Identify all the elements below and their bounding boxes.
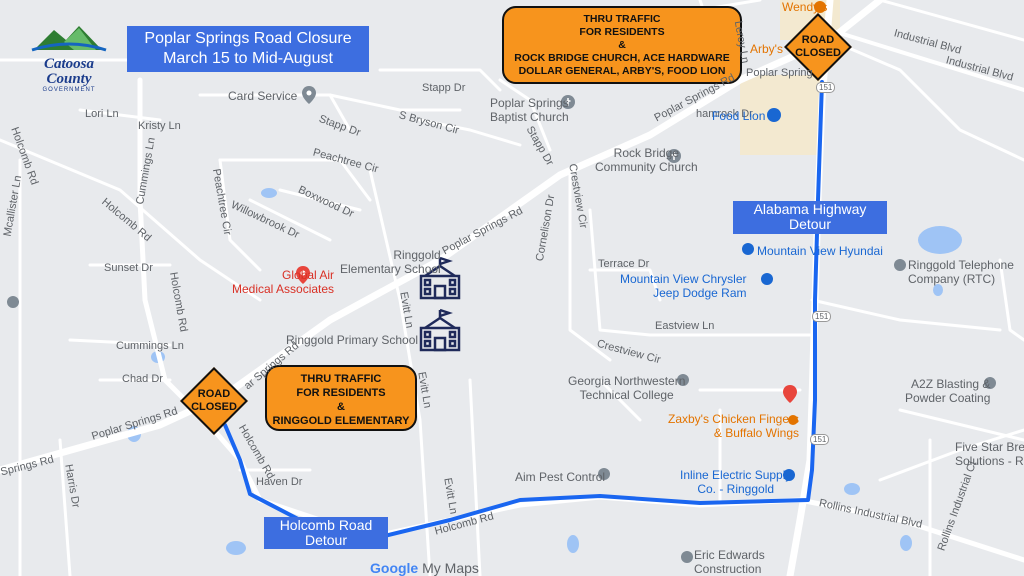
map-pin-icon[interactable]: [893, 258, 907, 272]
callout-south-line-2: FOR RESIDENTS: [296, 387, 386, 399]
road-label: Kristy Ln: [138, 120, 181, 132]
title-line-1: Poplar Springs Road Closure: [144, 30, 352, 47]
alabama-detour-line-2: Detour: [788, 216, 832, 232]
road-label: Eastview Ln: [655, 320, 715, 332]
road-label: Sunset Dr: [104, 262, 153, 274]
road-closed-south-line-2: CLOSED: [191, 401, 237, 413]
alabama-detour-label: Alabama Highway Detour: [733, 201, 887, 234]
road-label: Cummings Ln: [116, 340, 184, 352]
callout-north-line-3: &: [618, 39, 626, 51]
road-closed-south-line-1: ROAD: [197, 388, 231, 400]
logo-sub: GOVERNMENT: [42, 87, 96, 93]
poi-mountain-view-hyundai[interactable]: Mountain View Hyundai: [757, 244, 883, 258]
poi-global-air[interactable]: Global Air Medical Associates: [232, 268, 335, 296]
road-closed-text-north: ROAD CLOSED: [790, 34, 846, 60]
school-icon[interactable]: [676, 373, 690, 387]
poi-georgia-northwestern[interactable]: Georgia Northwestern Technical College: [568, 374, 686, 402]
hwy-shield-151: 151: [812, 311, 832, 322]
poi-a2z[interactable]: A2Z Blasting & Powder Coating: [905, 377, 991, 405]
medical-pin-icon[interactable]: [296, 266, 310, 284]
detour-route: [223, 80, 824, 539]
alabama-detour-line-1: Alabama Highway: [753, 201, 867, 217]
road-closed-text-south: ROAD CLOSED: [186, 388, 242, 414]
callout-north-line-5: DOLLAR GENERAL, ARBY'S, FOOD LION: [518, 65, 726, 77]
hwy-shield-151: 151: [816, 82, 836, 93]
callout-north: THRU TRAFFIC FOR RESIDENTS & ROCK BRIDGE…: [502, 6, 742, 84]
poi-food-lion[interactable]: Food Lion: [712, 109, 766, 123]
poi-wendys[interactable]: Wendy's: [782, 0, 828, 14]
poi-zaxbys[interactable]: Zaxby's Chicken Fingers & Buffalo Wings: [668, 412, 800, 440]
road-closed-north-line-1: ROAD: [801, 34, 835, 46]
title-line-2: March 15 to Mid-August: [163, 50, 333, 67]
callout-south-line-4: RINGGOLD ELEMENTARY: [272, 415, 410, 427]
road-label: Lori Ln: [85, 108, 119, 120]
poi-aim-pest[interactable]: Aim Pest Control: [515, 470, 606, 484]
church-icon[interactable]: [561, 95, 575, 109]
road-label: Stapp Dr: [422, 82, 466, 94]
holcomb-detour-line-2: Detour: [304, 532, 348, 548]
road-label: hamrock Dr: [696, 108, 753, 120]
road-closed-north-line-2: CLOSED: [795, 47, 841, 59]
catoosa-logo: Catoosa County GOVERNMENT: [24, 22, 114, 93]
map-pin-icon[interactable]: [6, 295, 20, 309]
map-pin-icon[interactable]: [983, 376, 997, 390]
callout-south: THRU TRAFFIC FOR RESIDENTS & RINGGOLD EL…: [265, 365, 417, 431]
map-pin-icon[interactable]: [680, 550, 694, 564]
callout-north-line-2: FOR RESIDENTS: [579, 26, 665, 38]
poi-card-service[interactable]: Card Service: [228, 89, 298, 103]
holcomb-detour-label: Holcomb Road Detour: [264, 517, 388, 549]
hwy-shield-151: 151: [810, 434, 830, 445]
road-label: Terrace Dr: [598, 258, 650, 270]
callout-south-line-3: &: [337, 401, 345, 413]
poi-five-star[interactable]: Five Star Break Solutions - Ringg: [955, 440, 1024, 468]
closure-title: Poplar Springs Road Closure March 15 to …: [127, 26, 369, 72]
holcomb-detour-line-1: Holcomb Road: [279, 517, 373, 533]
map-pin-icon[interactable]: [302, 86, 316, 104]
poi-eric-edwards[interactable]: Eric Edwards Construction: [694, 548, 765, 576]
car-dealer-icon[interactable]: [760, 272, 774, 286]
poi-poplar-springs-baptist[interactable]: Poplar Springs Baptist Church: [490, 96, 569, 124]
poi-arbys[interactable]: Arby's: [750, 42, 783, 56]
callout-south-line-1: THRU TRAFFIC: [300, 373, 382, 385]
restaurant-pin-icon[interactable]: [783, 385, 797, 403]
shopping-bag-icon[interactable]: [782, 468, 796, 482]
my-maps-label: My Maps: [422, 560, 479, 576]
school-building-icon-2: [419, 308, 461, 352]
church-icon[interactable]: [667, 149, 681, 163]
google-my-maps-footer: Google My Maps: [370, 560, 479, 576]
poi-ringgold-elementary[interactable]: Ringgold Elementary School: [340, 248, 441, 276]
poi-mountain-view-chrysler[interactable]: Mountain View Chrysler Jeep Dodge Ram: [620, 272, 747, 300]
road-label: Poplar Spring: [746, 67, 813, 79]
mountain-logo-icon: [31, 26, 107, 52]
poi-rock-bridge[interactable]: Rock Bridge Community Church: [595, 146, 698, 174]
road-label: Haven Dr: [256, 476, 303, 488]
logo-name: Catoosa County: [43, 56, 94, 87]
road-label: Chad Dr: [122, 373, 163, 385]
car-dealer-icon[interactable]: [741, 242, 755, 256]
fork-knife-icon[interactable]: [787, 413, 799, 427]
school-building-icon-1: [419, 256, 461, 300]
fork-knife-icon[interactable]: [813, 0, 827, 14]
google-wordmark: Google: [370, 560, 419, 576]
shopping-cart-icon[interactable]: [767, 108, 781, 122]
poi-ringgold-primary[interactable]: Ringgold Primary School: [286, 333, 419, 347]
map-pin-icon[interactable]: [597, 467, 611, 481]
poi-inline-electric[interactable]: Inline Electric Supply Co. - Ringgold: [680, 468, 792, 496]
callout-north-line-1: THRU TRAFFIC: [583, 13, 661, 25]
callout-north-line-4: ROCK BRIDGE CHURCH, ACE HARDWARE: [514, 52, 730, 64]
poi-ringgold-telephone[interactable]: Ringgold Telephone Company (RTC): [908, 258, 1014, 286]
